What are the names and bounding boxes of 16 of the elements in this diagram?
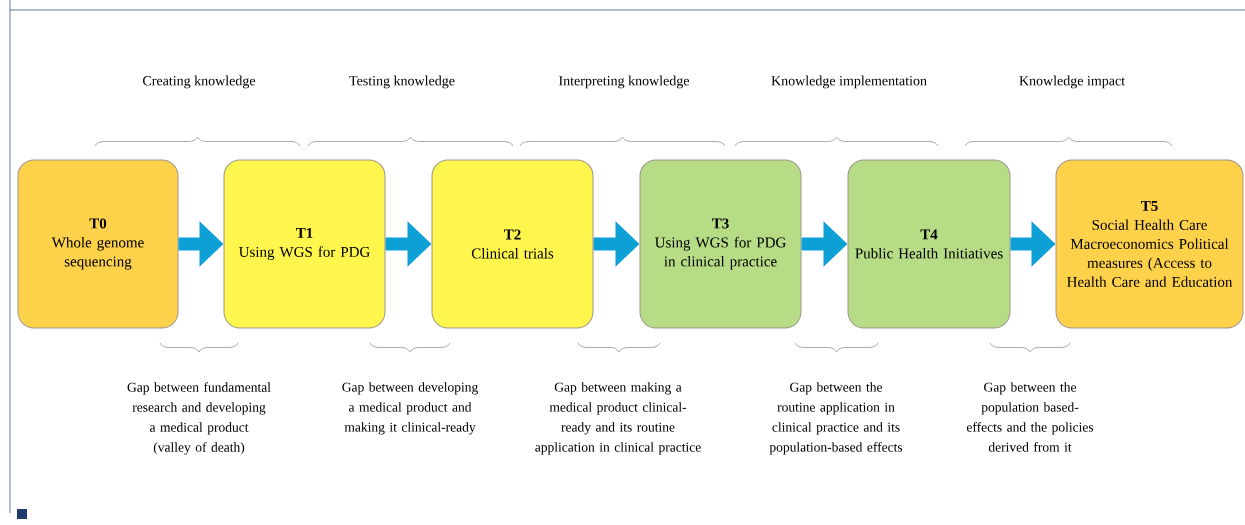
gap-note: Gap between the routine application in clinical practice and its population-based effects — [769, 382, 903, 455]
gap-note: Gap between the population based-effects and the policies derived from it — [966, 382, 1094, 452]
stage-box: T4 Public Health Initiatives — [847, 159, 1011, 329]
stage-label: Creating knowledge — [143, 75, 256, 89]
stage-label: Knowledge impact — [1019, 75, 1125, 89]
stage-box: T3 Using WGS for PDG in clinical practice — [639, 159, 802, 329]
gap-note: Gap between making a medical product clinical-ready and its routine application in clinical practice — [535, 382, 701, 455]
stage-label: Testing knowledge — [349, 75, 455, 89]
stage-box: T2 Clinical trials — [431, 159, 594, 329]
stage-box: T0 Whole genome sequencing — [17, 159, 179, 329]
stage-box: T5 Social Health Care Macroeconomics Political measures (Access to Health Care and Education — [1055, 159, 1244, 329]
stage-label: Knowledge implementation — [771, 75, 927, 89]
stage-label: Interpreting knowledge — [559, 75, 690, 89]
gap-note: Gap between fundamental research and developing a medical product (valley of death) — [127, 382, 271, 455]
stage-box: T1 Using WGS for PDG — [223, 159, 386, 329]
gap-note: Gap between developing a medical product and making it clinical-ready — [342, 382, 478, 435]
